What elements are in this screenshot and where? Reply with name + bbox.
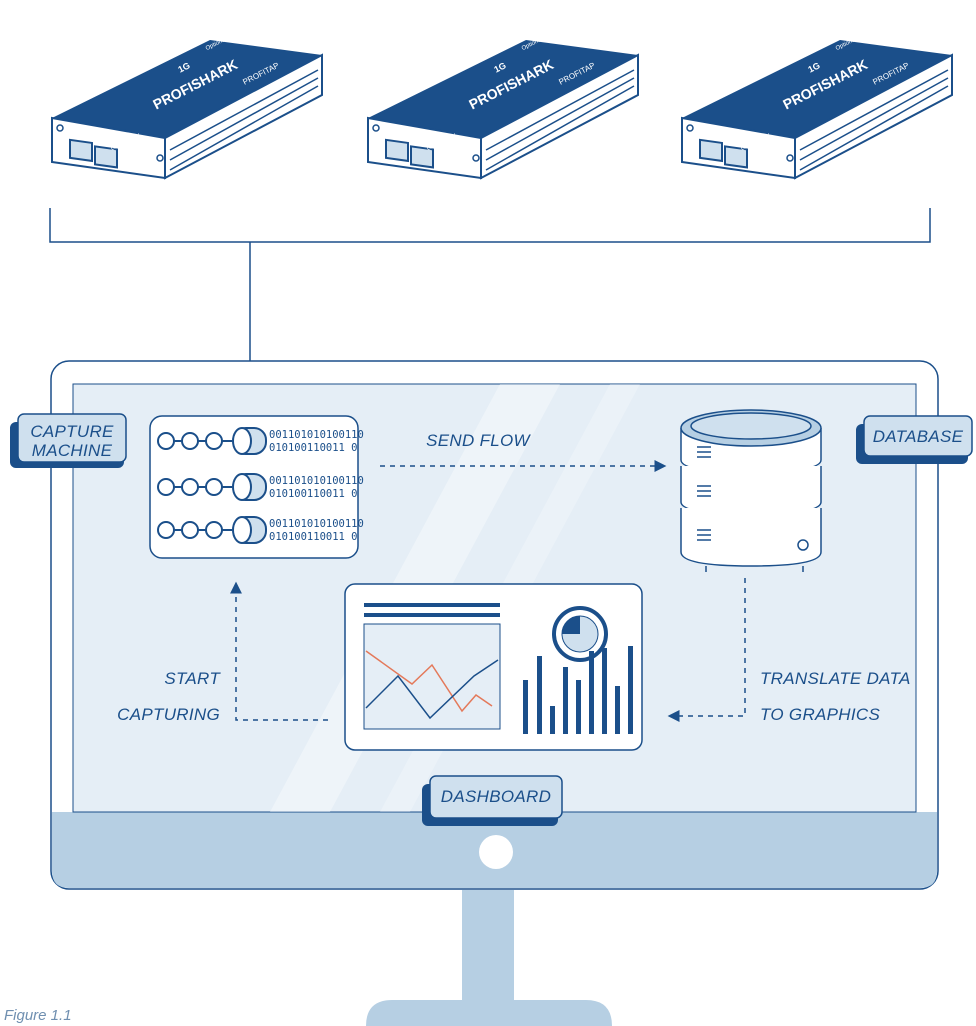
start-capturing-label-2: CAPTURING bbox=[117, 705, 220, 724]
binary-row-3a: 001101010100110 bbox=[269, 518, 364, 530]
figure-caption: Figure 1.1 bbox=[4, 1007, 72, 1024]
database-tag: DATABASE bbox=[856, 415, 973, 464]
dashboard-series-orange bbox=[365, 650, 493, 713]
dashboard-panel bbox=[344, 583, 643, 751]
capture-machine-label-2: MACHINE bbox=[32, 441, 113, 460]
monitor-power-button bbox=[479, 835, 513, 869]
translate-label-2: TO GRAPHICS bbox=[760, 705, 880, 724]
capture-machine-tag: CAPTURE MACHINE bbox=[10, 413, 127, 468]
binary-row-1a: 001101010100110 bbox=[269, 429, 364, 441]
translate-label-1: TRANSLATE DATA bbox=[760, 669, 911, 688]
binary-row-3b: 010100110011 0 bbox=[269, 531, 358, 543]
send-flow-connector: SEND FLOW bbox=[380, 431, 667, 472]
binary-row-2a: 001101010100110 bbox=[269, 475, 364, 487]
capture-machine-panel: 001101010100110 010100110011 0 001101010… bbox=[149, 415, 364, 559]
start-capturing-label-1: START bbox=[164, 669, 221, 688]
dashboard-pie-icon bbox=[552, 606, 608, 662]
send-flow-label: SEND FLOW bbox=[426, 431, 531, 450]
dashboard-bar-chart bbox=[523, 646, 633, 734]
monitor-stand-base bbox=[366, 1000, 612, 1026]
device-3: PROFISHARK 1G PROFITAP Link/Activity Opt… bbox=[681, 29, 953, 180]
device-2-badge: 1G bbox=[492, 60, 507, 74]
device-3-usb: USB 3.0 bbox=[872, 31, 895, 47]
device-1-badge: 1G bbox=[176, 60, 191, 74]
device-3-badge: 1G bbox=[806, 60, 821, 74]
database-icon bbox=[680, 409, 822, 572]
database-label: DATABASE bbox=[873, 427, 964, 446]
device-1-usb: USB 3.0 bbox=[242, 31, 265, 47]
device-1: PROFISHARK 1G PROFITAP Link/Activity Opt… bbox=[51, 29, 323, 180]
dashboard-line-chart bbox=[363, 623, 501, 730]
capture-row-3 bbox=[157, 516, 267, 544]
capture-row-2 bbox=[157, 473, 267, 501]
capture-row-1 bbox=[157, 427, 267, 455]
device-2-usb: USB 3.0 bbox=[558, 31, 581, 47]
dashboard-series-blue bbox=[365, 659, 499, 720]
binary-row-1b: 010100110011 0 bbox=[269, 442, 358, 454]
monitor-stand-neck bbox=[462, 890, 514, 1000]
dashboard-tag: DASHBOARD bbox=[422, 775, 563, 826]
capture-machine-label-1: CAPTURE bbox=[30, 422, 114, 441]
binary-row-2b: 010100110011 0 bbox=[269, 488, 358, 500]
translate-connector: TRANSLATE DATA TO GRAPHICS bbox=[667, 578, 911, 724]
start-capturing-connector: START CAPTURING bbox=[117, 581, 328, 724]
device-2: PROFISHARK 1G PROFITAP Link/Activity Opt… bbox=[367, 29, 639, 180]
dashboard-label: DASHBOARD bbox=[441, 787, 551, 806]
